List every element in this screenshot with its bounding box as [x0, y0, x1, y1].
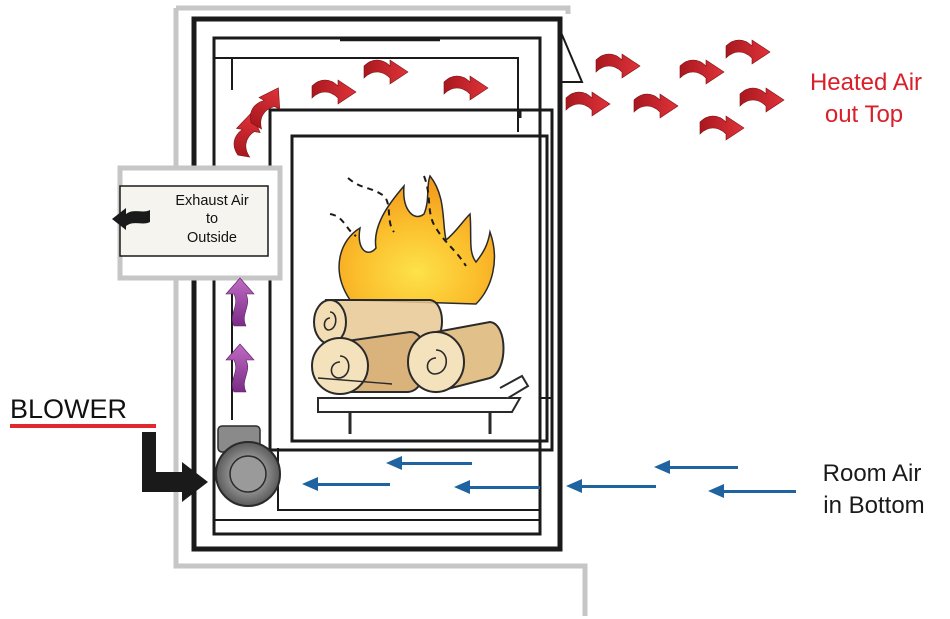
blue-airflow-arrow-icon: [386, 456, 472, 470]
log-icon: [311, 330, 428, 395]
fire: [329, 174, 496, 305]
flame-icon: [338, 174, 496, 305]
heated-air-label-line-1: Heated Air: [810, 69, 922, 96]
exhaust-arrow-icon: [112, 208, 150, 230]
heat-wave-arrow-icon: [363, 59, 409, 85]
exhaust-label-line-1: Exhaust Air: [175, 193, 249, 209]
room-air-arrows: [302, 456, 796, 498]
exhaust-label-line-3: Outside: [187, 230, 237, 246]
room-air-label-line-1: Room Air: [823, 460, 922, 487]
heat-wave-arrow-icon: [725, 39, 771, 65]
heat-wave-arrow-icon: [679, 59, 725, 85]
heat-wave-arrow-icon: [311, 79, 357, 105]
purple-up-arrow-icon: [225, 343, 255, 393]
heat-wave-arrow-icon: [443, 75, 489, 101]
heat-wave-arrow-icon: [595, 53, 641, 79]
logs: [311, 299, 530, 434]
blue-airflow-arrow-icon: [566, 479, 656, 493]
heat-wave-arrow-icon: [699, 115, 745, 141]
blower-fan-icon: [215, 425, 281, 507]
blue-airflow-arrow-icon: [454, 480, 540, 494]
blue-airflow-arrow-icon: [654, 460, 738, 474]
heat-wave-arrow-icon: [739, 87, 785, 113]
exhaust-duct: [112, 165, 283, 281]
blue-airflow-arrow-icon: [302, 477, 390, 491]
heated-air-arrows-outside: [565, 39, 785, 141]
outer-housing: [173, 5, 588, 616]
heat-wave-arrow-icon: [565, 91, 611, 117]
blower-label: BLOWER: [10, 394, 127, 424]
heat-wave-arrow-icon: [633, 93, 679, 119]
heated-air-label-line-2: out Top: [825, 101, 903, 128]
log-icon: [407, 320, 505, 394]
rising-air-arrows: [225, 277, 255, 393]
exhaust-label-line-2: to: [206, 211, 218, 227]
blue-airflow-arrow-icon: [708, 484, 796, 498]
purple-up-arrow-icon: [225, 277, 255, 327]
room-air-label-line-2: in Bottom: [823, 492, 924, 519]
blower-pointer: [10, 424, 208, 502]
